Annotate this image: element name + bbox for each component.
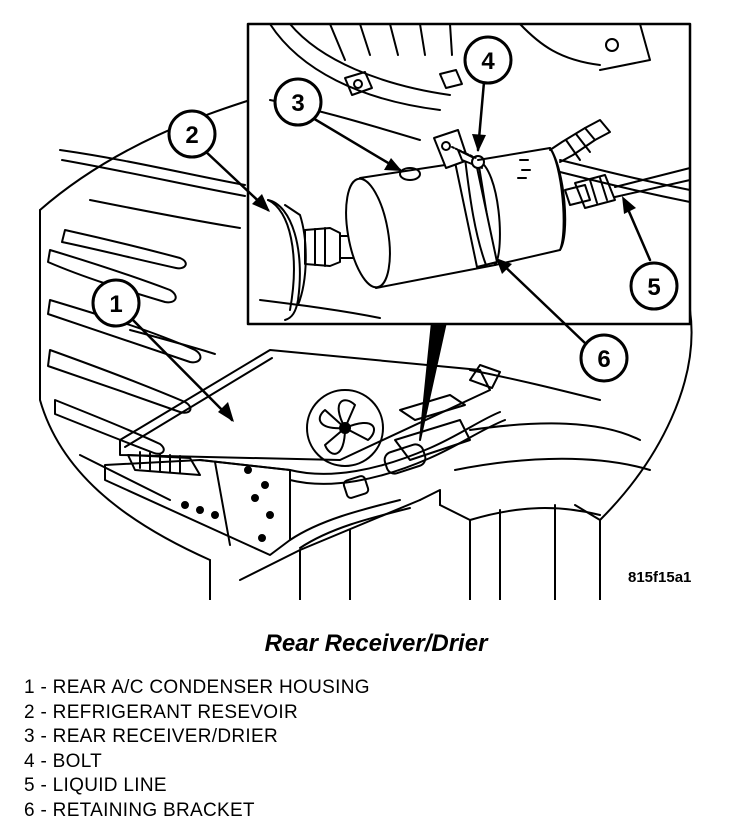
legend-number: 3 bbox=[24, 726, 35, 748]
legend-text: BOLT bbox=[52, 750, 103, 772]
diagram-illustration: 1 2 3 4 5 6 bbox=[39, 22, 693, 600]
legend-number: 5 bbox=[24, 775, 35, 797]
legend-text: REAR RECEIVER/DRIER bbox=[52, 726, 278, 748]
legend-text: LIQUID LINE bbox=[52, 775, 167, 797]
inset-pointer bbox=[419, 321, 447, 441]
legend-separator: - bbox=[34, 726, 53, 748]
legend-separator: - bbox=[34, 775, 53, 797]
callout-6-label: 6 bbox=[597, 346, 610, 373]
callout-4: 4 bbox=[463, 35, 513, 85]
legend-item: 4 - BOLT bbox=[24, 750, 370, 775]
legend-number: 2 bbox=[24, 701, 35, 723]
legend-separator: - bbox=[34, 750, 53, 772]
callout-3-label: 3 bbox=[291, 90, 304, 117]
legend-separator: - bbox=[34, 677, 53, 698]
leader-arrowheads bbox=[218, 134, 636, 422]
legend-text: RETAINING BRACKET bbox=[52, 799, 255, 821]
callout-4-label: 4 bbox=[481, 48, 495, 75]
legend-number: 6 bbox=[24, 799, 35, 821]
figure-id-label: 815f15a1 bbox=[628, 569, 692, 586]
legend-number: 4 bbox=[24, 750, 35, 772]
vehicle-roof bbox=[39, 99, 693, 600]
legend-text: REAR A/C CONDENSER HOUSING bbox=[52, 677, 370, 698]
legend-item: 6 - RETAINING BRACKET bbox=[24, 799, 370, 824]
legend-separator: - bbox=[34, 701, 53, 723]
legend-item: 5 - LIQUID LINE bbox=[24, 774, 370, 799]
legend-number: 1 bbox=[24, 677, 35, 698]
legend-item: 3 - REAR RECEIVER/DRIER bbox=[24, 725, 370, 750]
callout-2: 2 bbox=[167, 109, 217, 159]
legend-list: 1 - REAR A/C CONDENSER HOUSING 2 - REFRI… bbox=[24, 676, 370, 824]
condenser-housing bbox=[104, 349, 506, 556]
legend-item: 1 - REAR A/C CONDENSER HOUSING bbox=[24, 676, 370, 701]
callout-6: 6 bbox=[579, 333, 629, 383]
callout-1: 1 bbox=[91, 278, 141, 328]
legend-separator: - bbox=[34, 799, 53, 821]
callout-3: 3 bbox=[273, 77, 323, 127]
callout-2-label: 2 bbox=[185, 122, 198, 149]
legend-text: REFRIGERANT RESEVOIR bbox=[52, 701, 298, 723]
legend-item: 2 - REFRIGERANT RESEVOIR bbox=[24, 701, 370, 726]
callout-1-label: 1 bbox=[109, 291, 122, 318]
callout-5: 5 bbox=[629, 261, 679, 311]
callout-5-label: 5 bbox=[647, 274, 660, 301]
caption-title: Rear Receiver/Drier bbox=[264, 630, 488, 657]
